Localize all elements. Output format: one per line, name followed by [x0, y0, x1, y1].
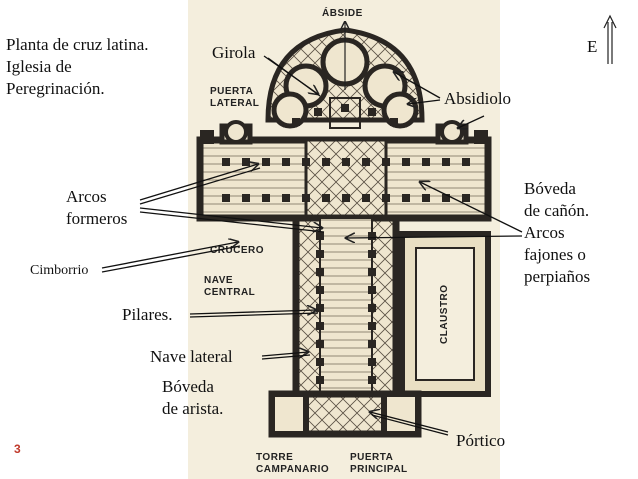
label-cimborrio: Cimborrio: [30, 263, 89, 278]
pillar: [316, 268, 324, 276]
pillar: [316, 322, 324, 330]
pillar: [342, 158, 350, 166]
plan-label-puerta-lateral-2: LATERAL: [210, 98, 259, 109]
compass-label: E: [587, 37, 598, 56]
pillar: [442, 194, 450, 202]
label-pilares: Pilares.: [122, 305, 173, 324]
plan-label-crucero: CRUCERO: [210, 245, 264, 256]
boveda-arista-line-2: de arista.: [162, 399, 224, 419]
compass-arrow-icon: [603, 14, 617, 64]
title-line-2: Iglesia de: [6, 57, 72, 77]
arcos-fajones-line-3: perpiaños: [524, 267, 591, 287]
pillar: [462, 194, 470, 202]
pillar: [402, 194, 410, 202]
pillar: [368, 268, 376, 276]
plan-label-torre-1: TORRE: [256, 452, 293, 463]
pillar: [368, 286, 376, 294]
pillar: [362, 194, 370, 202]
pillar: [316, 232, 324, 240]
label-absidiolo: Absidiolo: [444, 89, 512, 108]
pillar: [314, 108, 322, 116]
title-line-1: Planta de cruz latina.: [6, 35, 149, 54]
cloister: [399, 231, 491, 397]
arcos-formeros-line-2: formeros: [66, 209, 128, 229]
pillar: [316, 286, 324, 294]
boveda-arista-line-1: Bóveda: [162, 377, 214, 396]
pillar: [292, 118, 300, 126]
label-arcos-formeros: Arcos formeros: [66, 186, 127, 230]
pillar: [316, 358, 324, 366]
pillars: [222, 104, 470, 384]
pillar: [316, 376, 324, 384]
pillar: [341, 104, 349, 112]
pillar: [322, 158, 330, 166]
label-girola: Girola: [212, 43, 256, 62]
pillar: [316, 304, 324, 312]
plan-label-puerta-principal-1: PUERTA: [350, 452, 393, 463]
pillar: [368, 340, 376, 348]
plan-label-puerta-principal-2: PRINCIPAL: [350, 464, 408, 475]
pillar: [368, 322, 376, 330]
arcos-fajones-line-1: Arcos: [524, 223, 565, 243]
crossing: [304, 138, 388, 220]
label-nave-lateral: Nave lateral: [150, 347, 233, 366]
pillar: [422, 158, 430, 166]
pillar: [368, 250, 376, 258]
plan-label-nave-central-1: NAVE: [204, 275, 233, 286]
pillar: [368, 358, 376, 366]
pillar: [342, 194, 350, 202]
pillar: [322, 194, 330, 202]
pillar: [390, 118, 398, 126]
pillar: [222, 194, 230, 202]
label-boveda-arista: Bóveda de arista.: [162, 376, 223, 420]
pillar: [222, 158, 230, 166]
slide-number: 3: [14, 442, 21, 456]
pillar: [282, 194, 290, 202]
title-line-3: Peregrinación.: [6, 79, 105, 99]
pillar: [262, 194, 270, 202]
pillar: [282, 158, 290, 166]
slide-title: Planta de cruz latina. Iglesia de Peregr…: [6, 34, 149, 100]
pillar: [402, 158, 410, 166]
pillar: [362, 158, 370, 166]
pillar: [302, 194, 310, 202]
arcos-fajones-line-2: fajones o: [524, 245, 586, 265]
plan-label-abside: ÁBSIDE: [322, 6, 363, 19]
nave: [292, 214, 400, 398]
pillar: [442, 158, 450, 166]
pillar: [422, 194, 430, 202]
pillar: [316, 250, 324, 258]
plan-label-puerta-lateral-1: PUERTA: [210, 86, 253, 97]
plan-label-torre-2: CAMPANARIO: [256, 464, 329, 475]
pillar: [462, 158, 470, 166]
pillar: [382, 158, 390, 166]
boveda-canon-line-2: de cañón.: [524, 201, 590, 221]
pillar: [302, 158, 310, 166]
pillar: [368, 304, 376, 312]
portico: [268, 390, 422, 438]
label-portico: Pórtico: [456, 431, 506, 450]
arcos-formeros-line-1: Arcos: [66, 187, 107, 206]
label-boveda-canon: Bóveda de cañón. Arcos fajones o perpiañ…: [524, 178, 590, 288]
pillar: [316, 340, 324, 348]
pillar: [368, 376, 376, 384]
pillar: [368, 108, 376, 116]
pillar: [262, 158, 270, 166]
pillar: [368, 232, 376, 240]
boveda-canon-line-1: Bóveda: [524, 179, 576, 198]
plan-label-nave-central-2: CENTRAL: [204, 287, 255, 298]
plan-label-claustro: CLAUSTRO: [439, 284, 450, 344]
pillar: [242, 158, 250, 166]
pillar: [242, 194, 250, 202]
annotation-arrows: [101, 55, 523, 436]
pillar: [382, 194, 390, 202]
